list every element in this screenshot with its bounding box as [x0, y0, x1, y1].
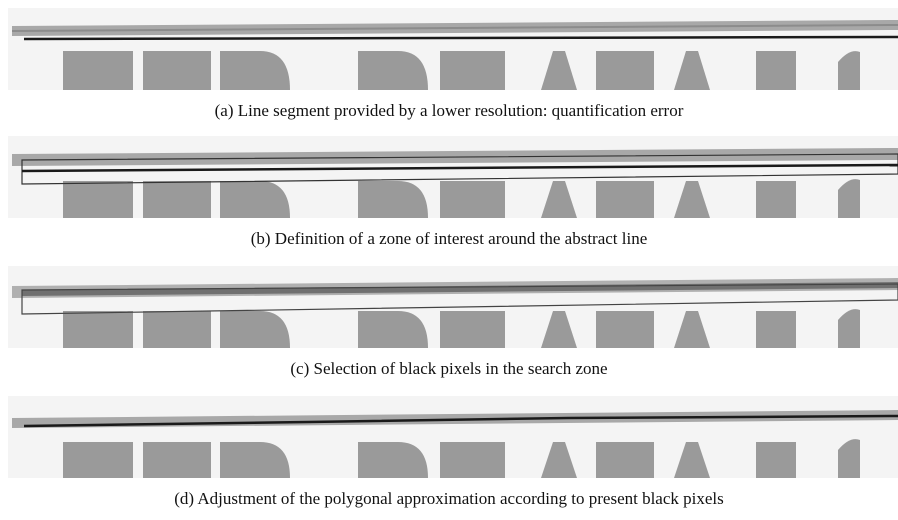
letter-shapes — [63, 51, 860, 90]
scan-c — [8, 266, 898, 348]
subfigure-c-image — [8, 266, 898, 348]
abstract-line — [21, 163, 898, 173]
subfigure-d-image — [8, 396, 898, 478]
scan-a — [8, 8, 898, 90]
scan-d — [8, 396, 898, 478]
subfigure-b-image — [8, 136, 898, 218]
caption-d: (d) Adjustment of the polygonal approxim… — [174, 489, 724, 508]
letter-shapes — [63, 439, 860, 478]
search-zone — [21, 283, 898, 315]
letter-shapes — [63, 309, 860, 348]
adjusted-polygonal-line — [23, 414, 898, 428]
subfigure-a-image — [8, 8, 898, 90]
caption-a: (a) Line segment provided by a lower res… — [214, 101, 684, 120]
letter-shapes — [63, 179, 860, 218]
caption-b: (b) Definition of a zone of interest aro… — [250, 229, 648, 248]
abstract-line — [23, 35, 898, 41]
caption-c: (c) Selection of black pixels in the sea… — [290, 359, 608, 378]
scan-b — [8, 136, 898, 218]
zone-of-interest — [21, 153, 898, 185]
